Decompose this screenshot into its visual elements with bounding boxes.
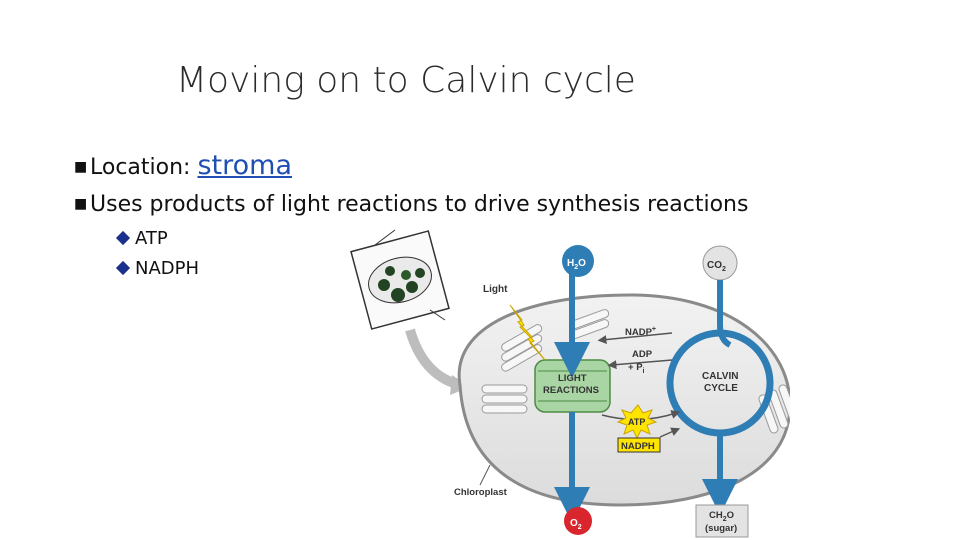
pi-label: + Pi [628, 362, 645, 375]
nadph-box [617, 437, 661, 453]
bullet-location: ■Location: stroma [74, 150, 292, 181]
light-reactions-label: REACTIONS [543, 385, 599, 396]
calvin-cycle-diagram: H2O CO2 Light CALVIN CYCLE LIGHT REACTIO… [350, 229, 790, 538]
ch2o-label: CH2O [709, 510, 734, 523]
sub-item-atp: ATP [114, 228, 168, 249]
leaf-cell-sketch [350, 229, 450, 330]
h2o-node [562, 245, 594, 277]
sugar-label: (sugar) [705, 523, 737, 534]
svg-text:CO2: CO2 [707, 260, 726, 273]
sugar-box [695, 504, 749, 538]
svg-text:H2O: H2O [567, 258, 586, 271]
diamond-bullet-icon [115, 230, 131, 246]
chloroplast-label: Chloroplast [454, 487, 508, 498]
slide-title: Moving on to Calvin cycle [176, 60, 636, 101]
stroma-link[interactable]: stroma [197, 150, 292, 181]
atp-label: ATP [628, 417, 645, 427]
grana-stacks [481, 309, 790, 434]
adp-label: ADP [632, 349, 653, 360]
nadp-label: NADP+ [625, 326, 656, 338]
light-reactions-label: LIGHT [558, 373, 587, 384]
light-label: Light [483, 284, 508, 295]
sub-item-label: ATP [135, 228, 168, 249]
lightning-bolt-icon [509, 304, 546, 361]
bullet-uses: ■Uses products of light reactions to dri… [74, 192, 748, 217]
nadph-label: NADPH [621, 441, 655, 452]
sub-item-nadph: NADPH [114, 258, 199, 279]
location-label: Location: [90, 155, 198, 180]
sub-item-label: NADPH [135, 258, 200, 279]
square-bullet-icon: ■ [74, 159, 88, 175]
square-bullet-icon: ■ [74, 196, 88, 212]
o2-node [564, 507, 592, 535]
svg-text:O2: O2 [570, 518, 582, 531]
cycle-label: CYCLE [704, 383, 738, 394]
uses-text: Uses products of light reactions to driv… [90, 192, 749, 217]
calvin-label: CALVIN [702, 371, 738, 382]
diamond-bullet-icon [115, 260, 131, 276]
